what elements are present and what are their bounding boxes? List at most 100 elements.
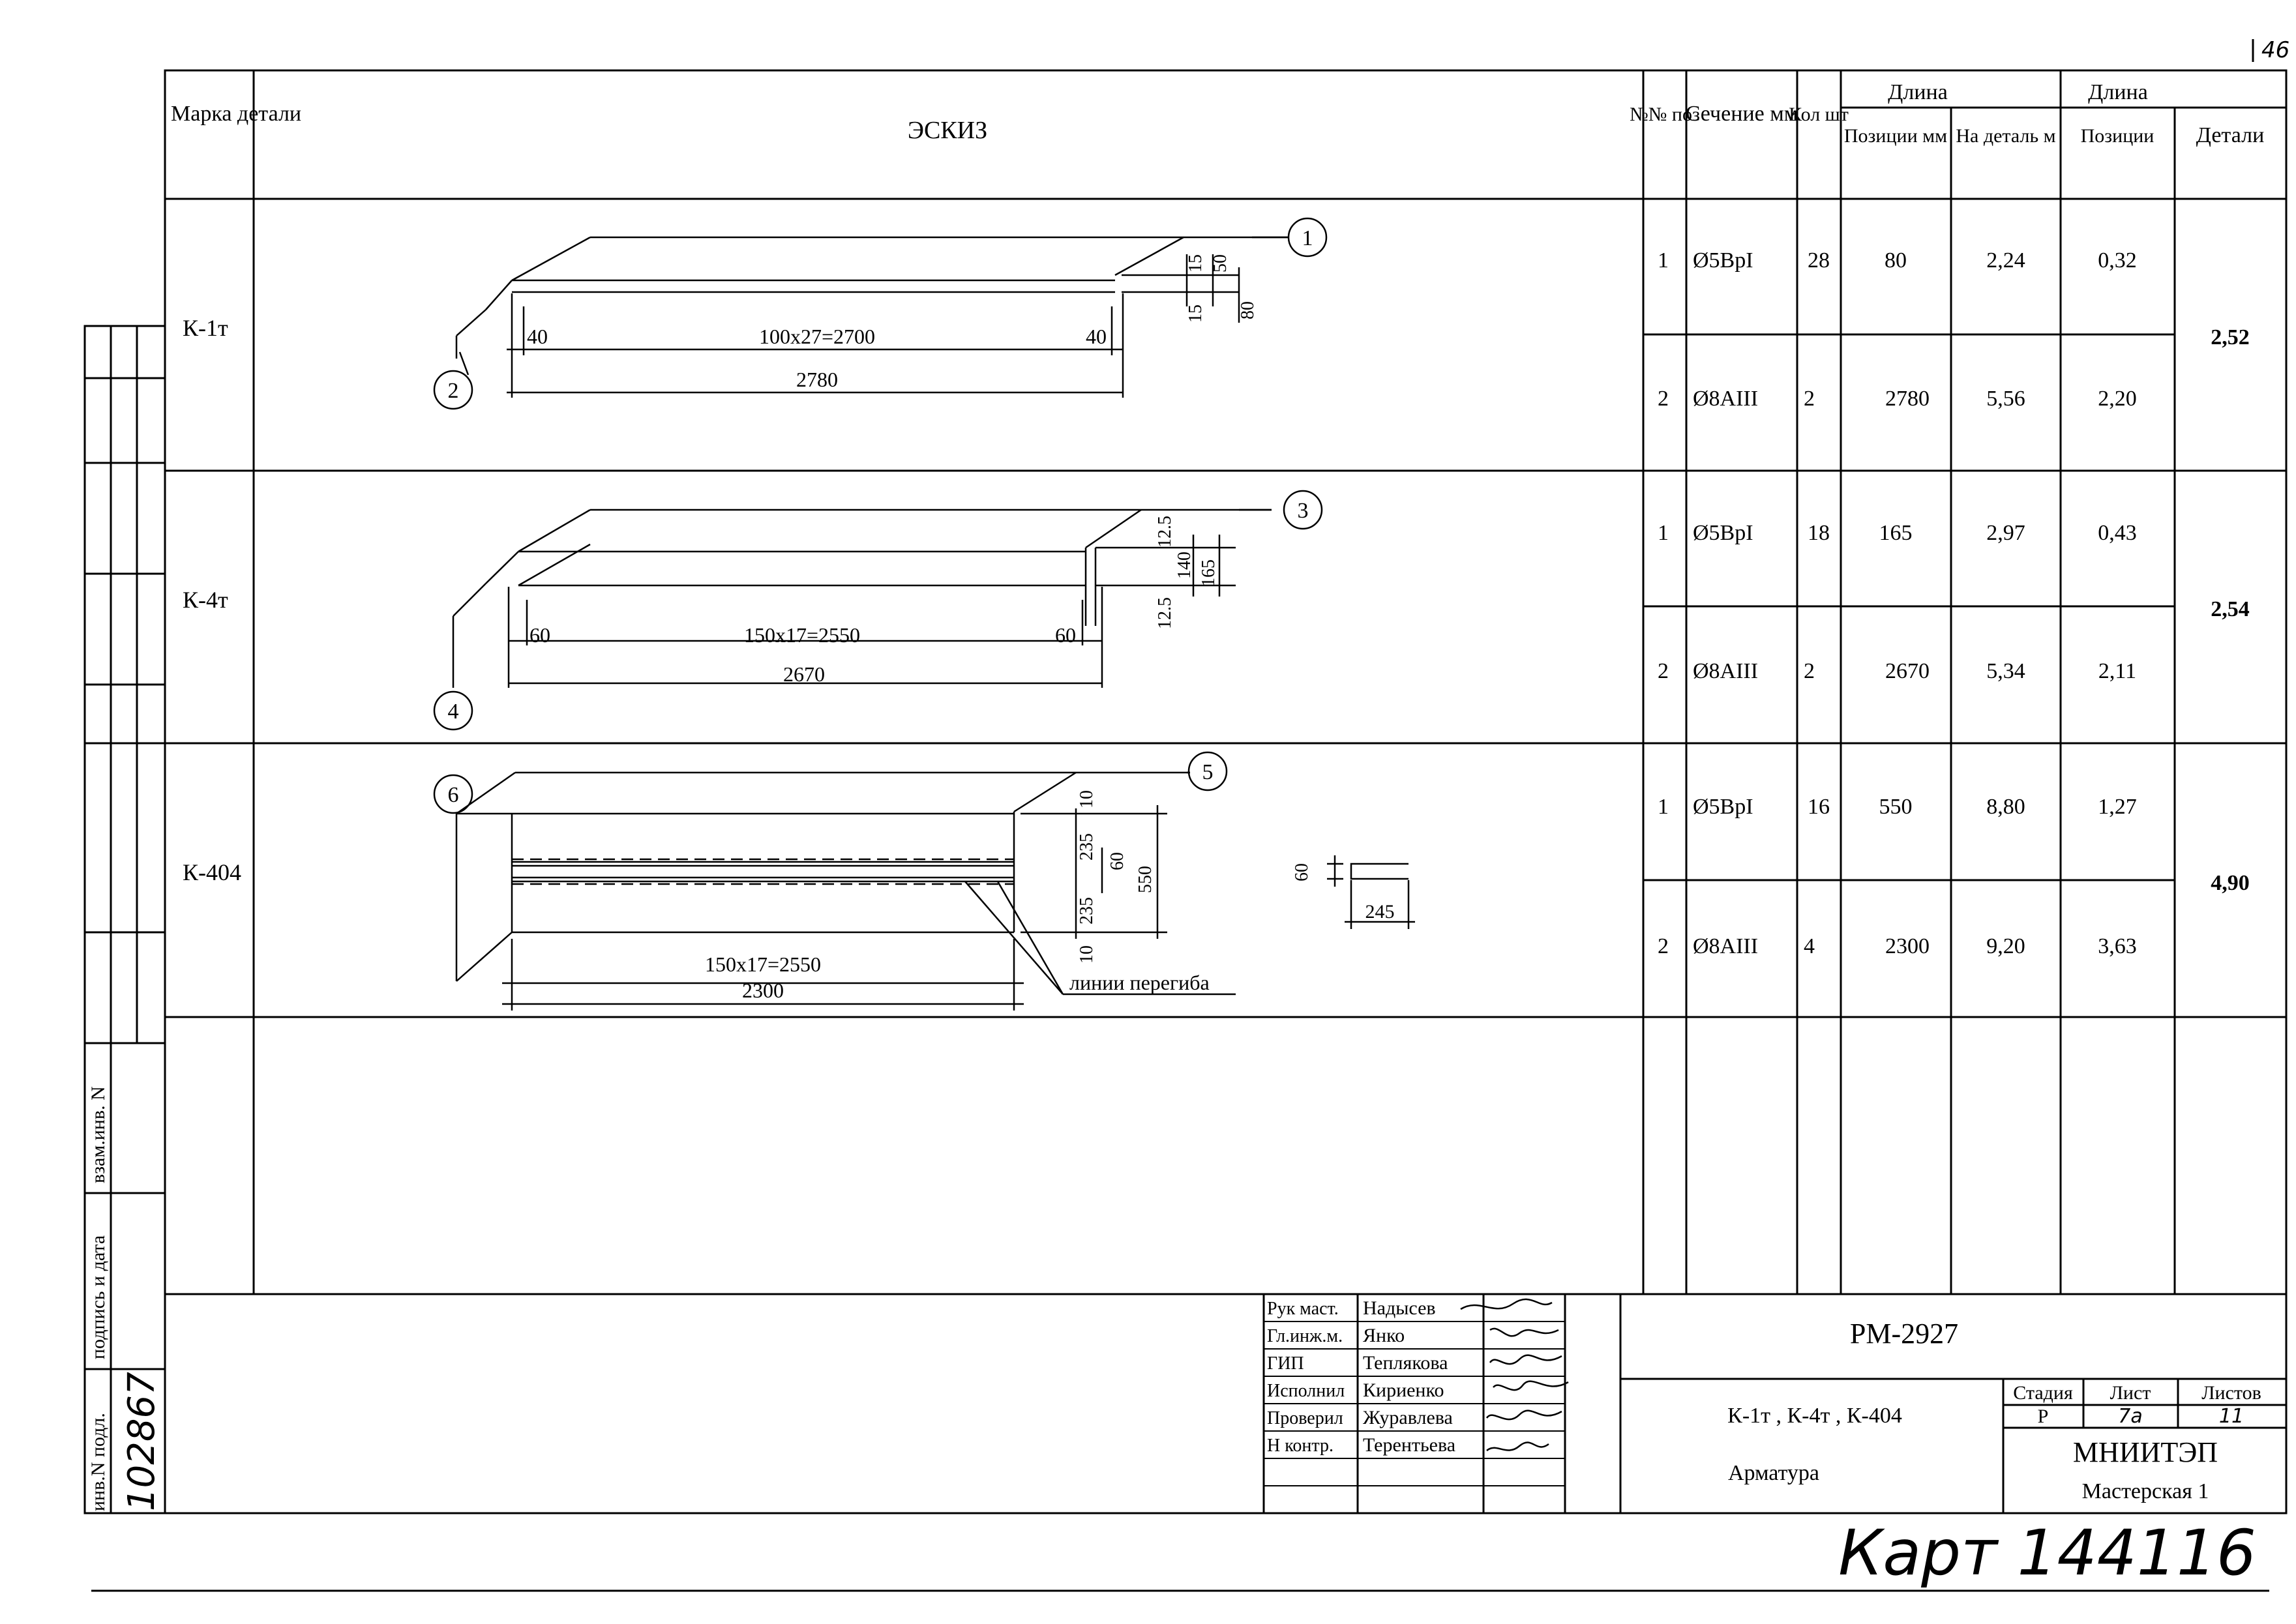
row-length-pos: 2670: [1885, 659, 1930, 683]
dimension-label: 10: [1077, 790, 1097, 808]
dimension-label: 80: [1238, 301, 1258, 319]
header-qty-label: Кол шт: [1789, 104, 1849, 125]
detail-total-mass: 2,52: [2211, 325, 2250, 349]
stamp-name: Надысев: [1363, 1297, 1436, 1319]
row-pos: 1: [1658, 521, 1669, 545]
row-section: Ø5BpI: [1693, 795, 1753, 819]
dimension-label: 140: [1174, 552, 1195, 579]
stamp-items: К-1т , К-4т , К-404: [1727, 1404, 1902, 1428]
header-pos-label: №№ поз: [1630, 104, 1700, 125]
dimension-label: 60: [529, 623, 550, 647]
row-length-pos: 2300: [1885, 934, 1930, 958]
position-bubble-label: 5: [1202, 760, 1214, 784]
position-bubble: [1283, 490, 1323, 530]
workshop-name: Мастерская 1: [2082, 1479, 2209, 1503]
header-length1-label: Длина: [1888, 80, 1948, 104]
dimension-label: 235: [1077, 897, 1097, 924]
dimension-label: 550: [1135, 866, 1155, 893]
row-length-detail: 8,80: [1986, 795, 2025, 819]
row-section: Ø5BpI: [1693, 521, 1753, 545]
stamp-role: Рук маст.: [1267, 1299, 1339, 1319]
stamp-role: Исполнил: [1267, 1381, 1345, 1401]
row-length-detail: 2,24: [1986, 248, 2025, 273]
dimension-label: 2670: [783, 662, 825, 686]
row-qty: 18: [1808, 521, 1830, 545]
detail-mark: К-404: [183, 859, 241, 885]
row-length-pos: 80: [1885, 248, 1907, 273]
row-qty: 4: [1804, 934, 1815, 958]
detail-row-k4t: К-4т 2,54 1 Ø5BpI 18 165 2,97 0,43 2 Ø8A…: [183, 521, 2250, 683]
row-mass-pos: 0,32: [2098, 248, 2137, 273]
row-length-pos: 2780: [1885, 387, 1930, 411]
cross-section-sketch: [1327, 855, 1415, 929]
sheet-frame: [164, 69, 2288, 1514]
stamp-name: Журавлева: [1363, 1407, 1453, 1428]
position-bubble: [433, 370, 473, 410]
header-length2-pos-label: Позиции: [2081, 125, 2154, 147]
dimension-label: 235: [1077, 833, 1097, 861]
dimension-label: 15: [1185, 254, 1206, 273]
row-mass-pos: 1,27: [2098, 795, 2137, 819]
position-bubble: [433, 774, 473, 814]
position-bubble-label: 4: [448, 700, 459, 724]
row-pos: 1: [1658, 795, 1669, 819]
row-mass-pos: 0,43: [2098, 521, 2137, 545]
position-bubble: [1187, 751, 1228, 791]
sketch-k1t: 1 2 40 100x27=2700 40 2780 15 50 15 80: [433, 217, 1328, 410]
side-stamp: инв.N подл. подпись и дата взам.инв. N 1…: [83, 325, 166, 1514]
stamp-name: Кириенко: [1363, 1380, 1444, 1401]
dimension-label: 15: [1185, 304, 1206, 323]
dimension-label: 40: [1086, 325, 1107, 348]
sheets-value: 11: [2219, 1405, 2244, 1428]
row-section: Ø8AIII: [1693, 659, 1758, 683]
dimension-label: 100x27=2700: [759, 325, 875, 348]
header-mark-label: Марка детали: [171, 102, 301, 126]
sketch-k4t: 3 4 60 150x17=2550 60 2670 12.5 12.5 140…: [433, 490, 1323, 731]
sheets-label: Листов: [2201, 1382, 2261, 1404]
dimension-label: 40: [527, 325, 548, 348]
corner-number: 46: [2261, 37, 2289, 63]
handwritten-archive-note: Карт 144116: [1838, 1516, 2256, 1589]
dimension-label: 165: [1199, 559, 1219, 587]
dimension-label: 60: [1055, 623, 1076, 647]
dimension-label: 50: [1210, 254, 1230, 273]
dimension-label: 10: [1077, 945, 1097, 964]
row-qty: 16: [1808, 795, 1830, 819]
stamp-name: Янко: [1363, 1325, 1405, 1346]
stage-value: Р: [2038, 1406, 2049, 1427]
row-pos: 2: [1658, 387, 1669, 411]
dimension-label: 12.5: [1155, 516, 1175, 548]
detail-total-mass: 2,54: [2211, 597, 2250, 621]
dimension-label: 2300: [742, 979, 784, 1002]
header-length2-label: Длина: [2088, 80, 2148, 104]
dimension-label: 150x17=2550: [744, 623, 860, 647]
inv-number-handwritten: 102867: [121, 1372, 163, 1511]
row-section: Ø5BpI: [1693, 248, 1753, 273]
row-length-detail: 2,97: [1986, 521, 2025, 545]
bend-lines-note: линии перегиба: [1069, 971, 1210, 994]
stamp-name: Теплякова: [1363, 1352, 1448, 1374]
stage-label: Стадия: [2013, 1382, 2073, 1404]
header-length1-detail-label: На деталь м: [1956, 125, 2055, 147]
row-length-detail: 9,20: [1986, 934, 2025, 958]
dimension-label: 60: [1107, 852, 1127, 870]
row-mass-pos: 2,11: [2098, 659, 2136, 683]
row-pos: 2: [1658, 659, 1669, 683]
detail-row-k1t: К-1т 2,52 1 Ø5BpI 28 80 2,24 0,32 2 Ø8AI…: [183, 248, 2250, 411]
row-length-pos: 165: [1879, 521, 1913, 545]
row-length-detail: 5,34: [1986, 659, 2025, 683]
inv-label: инв.N подл.: [87, 1413, 109, 1511]
row-qty: 2: [1804, 387, 1815, 411]
row-qty: 28: [1808, 248, 1830, 273]
stamp-role: ГИП: [1267, 1353, 1304, 1374]
stamp-role: Проверил: [1267, 1408, 1343, 1428]
row-pos: 1: [1658, 248, 1669, 273]
detail-row-k404: К-404 4,90 1 Ø5BpI 16 550 8,80 1,27 2 Ø8…: [183, 795, 2250, 958]
row-length-pos: 550: [1879, 795, 1913, 819]
detail-mark: К-1т: [183, 315, 228, 341]
title-block: Рук маст. Гл.инж.м. ГИП Исполнил Провери…: [1262, 1294, 2286, 1513]
row-mass-pos: 2,20: [2098, 387, 2137, 411]
stamp-title: Арматура: [1728, 1461, 1819, 1485]
stamp-role: Н контр.: [1267, 1436, 1334, 1456]
header-section-label: Сечение мм: [1686, 102, 1798, 126]
